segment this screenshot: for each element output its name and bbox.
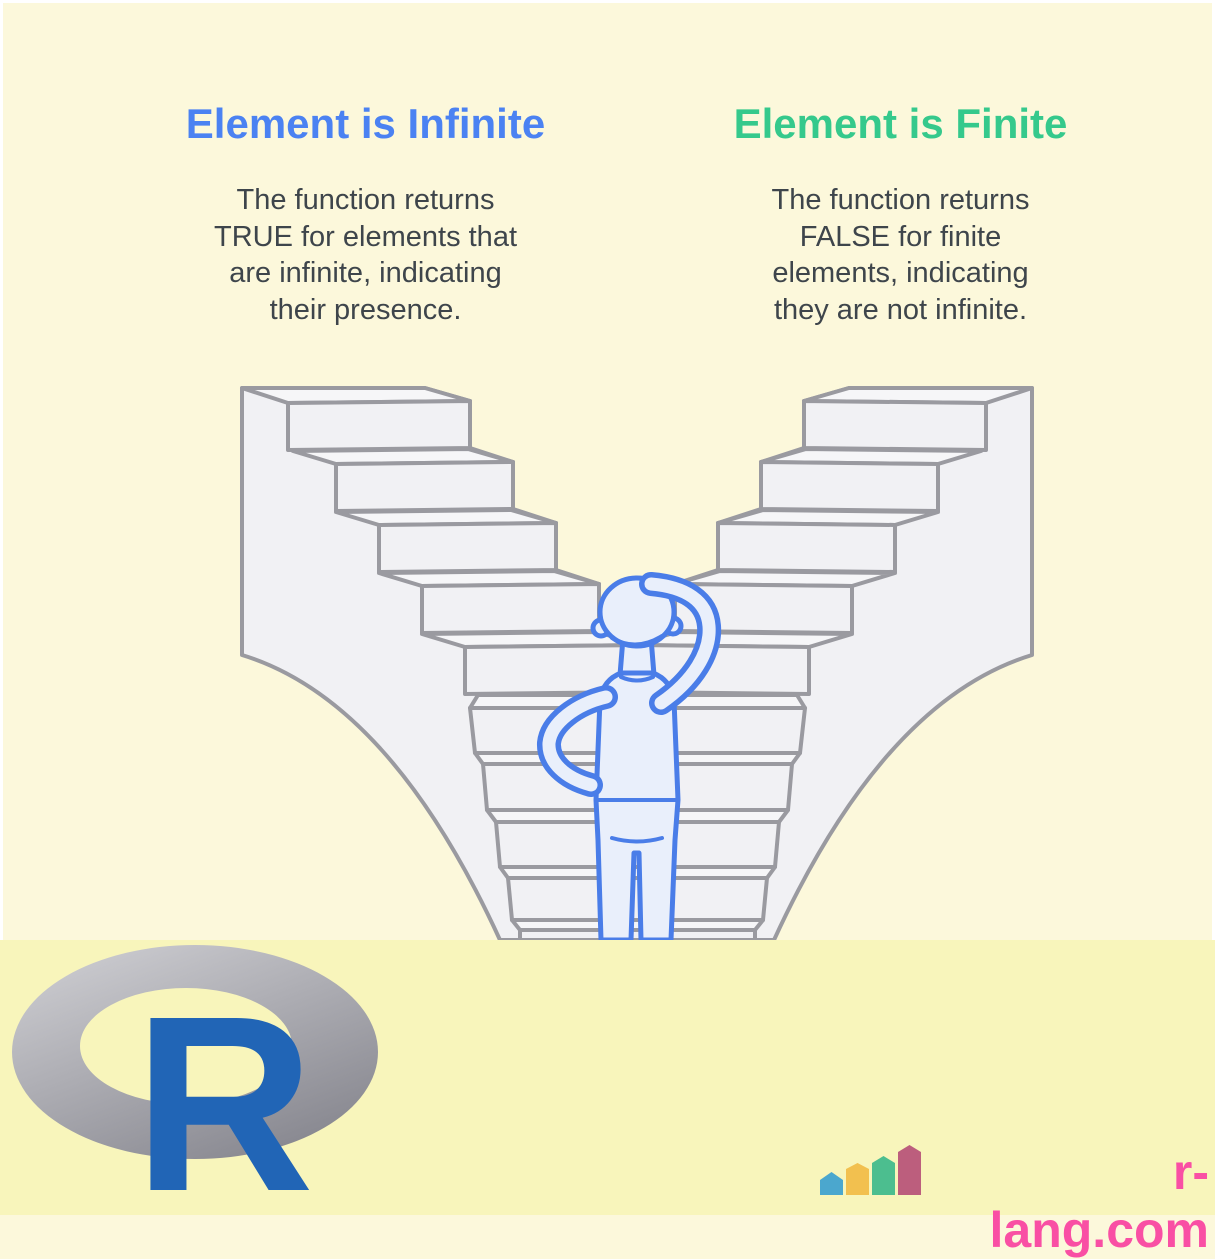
infinite-column: Element is Infinite The function returns…: [148, 100, 583, 328]
house-icon-3: [872, 1156, 895, 1195]
house-icon-2: [846, 1163, 869, 1195]
person-figure: [537, 572, 722, 943]
house-icon-4: [898, 1145, 921, 1195]
finite-column: Element is Finite The function returns F…: [683, 100, 1118, 328]
brand-text: r-lang.com: [989, 1144, 1209, 1258]
houses-icon: [820, 1145, 921, 1195]
r-logo: R: [12, 945, 378, 1215]
r-logo-ring: [12, 945, 378, 1159]
infinite-title: Element is Infinite: [185, 100, 546, 147]
person-hip-crease: [610, 836, 664, 844]
infinite-description: The function returns TRUE for elements t…: [214, 184, 517, 326]
r-logo-letter: R: [134, 964, 315, 1215]
house-icon-1: [820, 1172, 843, 1195]
person-hairline: [610, 634, 664, 647]
finite-description: The function returns FALSE for finite el…: [771, 184, 1030, 326]
staircase-illustration: [240, 386, 1034, 943]
person-collar: [619, 675, 655, 683]
finite-title: Element is Finite: [733, 100, 1068, 147]
infographic-page: { "page": { "background_color": "#FCF8DB…: [0, 100, 1215, 1258]
